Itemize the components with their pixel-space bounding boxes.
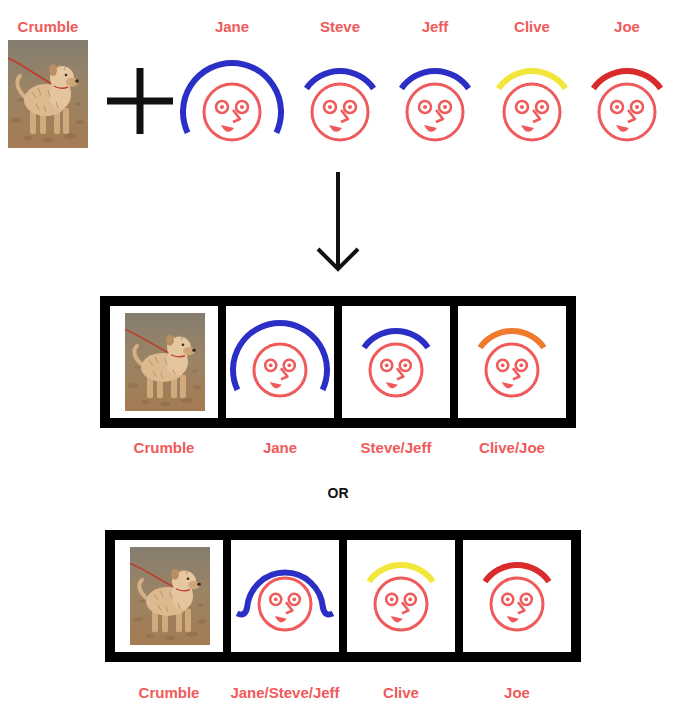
dog-photo xyxy=(130,547,210,645)
person-card: Jane/Steve/Jeff xyxy=(231,540,339,652)
person-face xyxy=(401,71,468,140)
cell-background xyxy=(231,540,339,652)
node-picture xyxy=(226,306,334,418)
person-name: Crumble xyxy=(139,684,200,702)
person-face xyxy=(364,331,428,396)
person-card: Joe xyxy=(463,540,571,652)
cell-background xyxy=(110,306,218,418)
person-name: Crumble xyxy=(134,439,195,457)
person-name: Steve xyxy=(320,18,360,36)
node-picture xyxy=(115,540,223,652)
cell-background xyxy=(115,540,223,652)
person-name: Jane xyxy=(215,18,249,36)
node-picture xyxy=(342,306,450,418)
person-card: Steve/Jeff xyxy=(342,306,450,418)
cell-background xyxy=(463,540,571,652)
person-name: Clive xyxy=(514,18,550,36)
pictures xyxy=(8,40,661,652)
person-name: Jane/Steve/Jeff xyxy=(230,684,339,702)
dog-photo xyxy=(125,313,205,411)
node-picture xyxy=(8,40,88,148)
node-picture xyxy=(498,71,565,140)
node-picture xyxy=(458,306,566,418)
person-card: Jeff xyxy=(385,40,485,140)
node-picture xyxy=(183,63,281,140)
person-face xyxy=(306,71,373,140)
down-arrow xyxy=(318,172,358,269)
person-card: Clive/Joe xyxy=(458,306,566,418)
node-picture xyxy=(231,540,339,652)
option-band xyxy=(100,296,576,428)
person-card: Clive xyxy=(347,540,455,652)
person-card: Joe xyxy=(577,40,677,140)
person-name: Joe xyxy=(614,18,640,36)
person-face xyxy=(593,71,660,140)
person-card: Steve xyxy=(290,40,390,140)
node-picture xyxy=(593,71,660,140)
node-picture xyxy=(347,540,455,652)
person-card: Jane xyxy=(226,306,334,418)
person-face xyxy=(237,573,333,630)
person-name: Steve/Jeff xyxy=(361,439,432,457)
person-name: Joe xyxy=(504,684,530,702)
dog-card: Crumble xyxy=(115,540,223,652)
person-face xyxy=(369,565,433,630)
node-picture xyxy=(463,540,571,652)
dog-photo xyxy=(8,40,88,148)
person-face xyxy=(485,565,549,630)
person-face xyxy=(233,323,327,396)
person-name: Jeff xyxy=(422,18,449,36)
person-name: Jane xyxy=(263,439,297,457)
dog-card: Crumble xyxy=(8,40,88,148)
person-face xyxy=(480,331,544,396)
person-name: Clive/Joe xyxy=(479,439,545,457)
person-card: Clive xyxy=(482,40,582,140)
cell-background xyxy=(342,306,450,418)
option-band xyxy=(105,530,581,662)
node-picture xyxy=(306,71,373,140)
person-face xyxy=(498,71,565,140)
dog-card: Crumble xyxy=(110,306,218,418)
person-name: Clive xyxy=(383,684,419,702)
node-picture xyxy=(401,71,468,140)
plus-sign xyxy=(107,68,173,134)
cell-background xyxy=(347,540,455,652)
person-card: Jane xyxy=(182,40,282,140)
choice-label: OR xyxy=(328,484,349,502)
cell-background xyxy=(226,306,334,418)
person-name: Crumble xyxy=(18,18,79,36)
person-face xyxy=(183,63,281,140)
node-picture xyxy=(110,306,218,418)
cell-background xyxy=(458,306,566,418)
